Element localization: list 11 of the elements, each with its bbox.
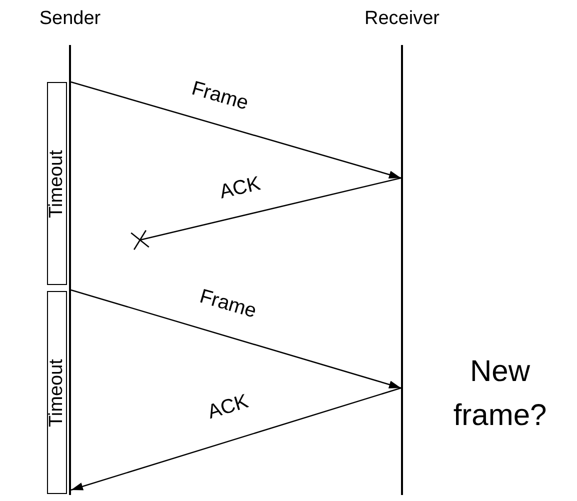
timeout-label: Timeout — [46, 358, 68, 426]
lifeline — [401, 45, 403, 495]
question-text: New frame? — [452, 354, 548, 434]
timeout-box — [47, 82, 67, 285]
timeout-label: Timeout — [46, 150, 68, 218]
participant-label: Receiver — [364, 8, 440, 30]
timeout-box — [47, 291, 67, 494]
participant-label: Sender — [39, 8, 101, 30]
message-arrow — [70, 289, 402, 389]
message-arrow — [70, 387, 402, 491]
lifeline — [69, 45, 71, 495]
